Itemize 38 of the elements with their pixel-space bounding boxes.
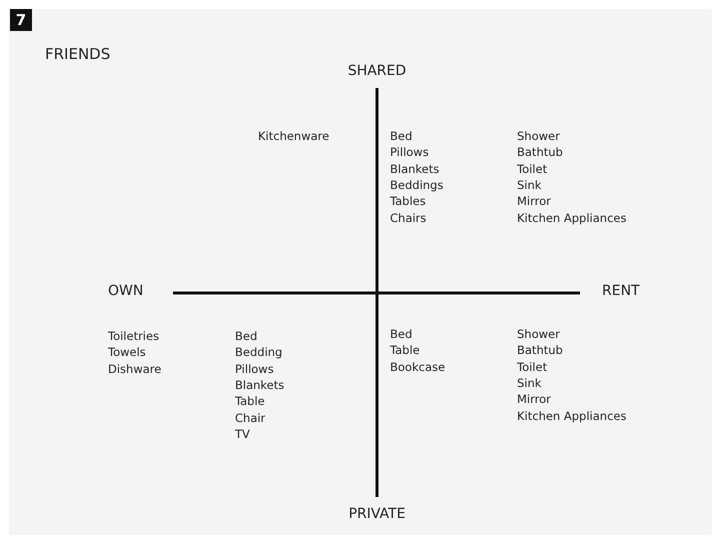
list-item: Bedding bbox=[235, 345, 282, 360]
list-item: Toilet bbox=[517, 360, 548, 374]
axis-label: RENT bbox=[602, 283, 640, 299]
axis-label: PRIVATE bbox=[348, 506, 406, 522]
list-item: Shower bbox=[517, 129, 560, 143]
list-item: Tables bbox=[390, 194, 426, 208]
list-item: Sink bbox=[517, 376, 542, 390]
list-item: Sink bbox=[517, 178, 542, 192]
list-item: Table bbox=[235, 394, 265, 408]
list-item: Toilet bbox=[517, 162, 548, 176]
axis-label: OWN bbox=[108, 283, 144, 299]
list-item: Mirror bbox=[517, 194, 551, 208]
list-item: Bathtub bbox=[517, 145, 563, 160]
list-item: Bathtub bbox=[517, 343, 563, 358]
list-item: Bed bbox=[390, 327, 412, 341]
list-item: Dishware bbox=[108, 362, 162, 376]
list-item: Chairs bbox=[390, 210, 426, 224]
list-item: Kitchen Appliances bbox=[517, 210, 626, 224]
list-item: Kitchenware bbox=[258, 129, 330, 143]
list-item: Kitchen Appliances bbox=[517, 408, 626, 422]
list-item: Shower bbox=[517, 327, 560, 341]
list-item: Blankets bbox=[390, 162, 440, 176]
axis-label: SHARED bbox=[348, 63, 406, 79]
list-item: Chair bbox=[235, 410, 266, 424]
figure-number: 7 bbox=[10, 9, 32, 31]
list-item: Pillows bbox=[390, 145, 429, 160]
list-item: Mirror bbox=[517, 392, 551, 406]
list-item: Table bbox=[390, 343, 420, 358]
list-item: Bookcase bbox=[390, 360, 446, 374]
list-item: Pillows bbox=[235, 362, 274, 376]
list-item: Toiletries bbox=[108, 329, 160, 343]
list-item: Bed bbox=[390, 129, 412, 143]
list-item: Blankets bbox=[235, 378, 284, 392]
list-item: Towels bbox=[108, 345, 146, 360]
list-item: TV bbox=[235, 426, 250, 441]
list-item: Beddings bbox=[390, 178, 444, 192]
chart-title: FRIENDS bbox=[45, 45, 110, 63]
list-item: Bed bbox=[235, 329, 258, 343]
